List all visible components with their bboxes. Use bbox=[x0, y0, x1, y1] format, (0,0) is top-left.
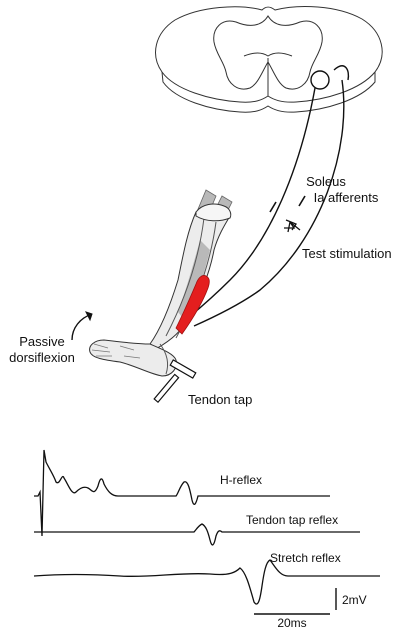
afferents-label-line1: Soleus bbox=[306, 174, 346, 189]
afferents-label-line2: Ia afferents bbox=[314, 190, 379, 205]
passive-label-line2: dorsiflexion bbox=[9, 350, 75, 365]
motoneuron bbox=[310, 70, 330, 90]
tendon-tap-reflex-label: Tendon tap reflex bbox=[246, 513, 338, 527]
motor-axon bbox=[187, 87, 316, 319]
leg-illustration bbox=[89, 189, 233, 377]
emg-traces bbox=[33, 449, 380, 605]
soleus-muscle bbox=[175, 275, 210, 335]
voltage-scale-label: 2mV bbox=[342, 593, 367, 607]
tendon-tap-label: Tendon tap bbox=[188, 392, 252, 407]
stimulation-electrode bbox=[269, 195, 306, 213]
tendon-tap-trace bbox=[34, 523, 360, 546]
h-reflex-trace bbox=[34, 449, 330, 537]
afferent-branch bbox=[333, 65, 350, 81]
spinal-cord-section bbox=[155, 6, 383, 113]
ia-afferent-fiber bbox=[193, 79, 345, 327]
time-scale-label: 20ms bbox=[277, 616, 306, 628]
test-stimulation-label: Test stimulation bbox=[302, 246, 392, 261]
stretch-reflex-label: Stretch reflex bbox=[270, 551, 341, 565]
dorsiflexion-arrow-icon bbox=[71, 311, 93, 341]
passive-label-line1: Passive bbox=[19, 334, 65, 349]
tendon-hammer-icon bbox=[153, 359, 197, 404]
stimulation-arrow-icon bbox=[284, 219, 301, 233]
foot bbox=[89, 339, 177, 377]
nerve-fibers bbox=[187, 65, 350, 327]
h-reflex-label: H-reflex bbox=[220, 473, 262, 487]
stretch-reflex-trace bbox=[33, 559, 380, 605]
scale-bars bbox=[254, 588, 337, 615]
